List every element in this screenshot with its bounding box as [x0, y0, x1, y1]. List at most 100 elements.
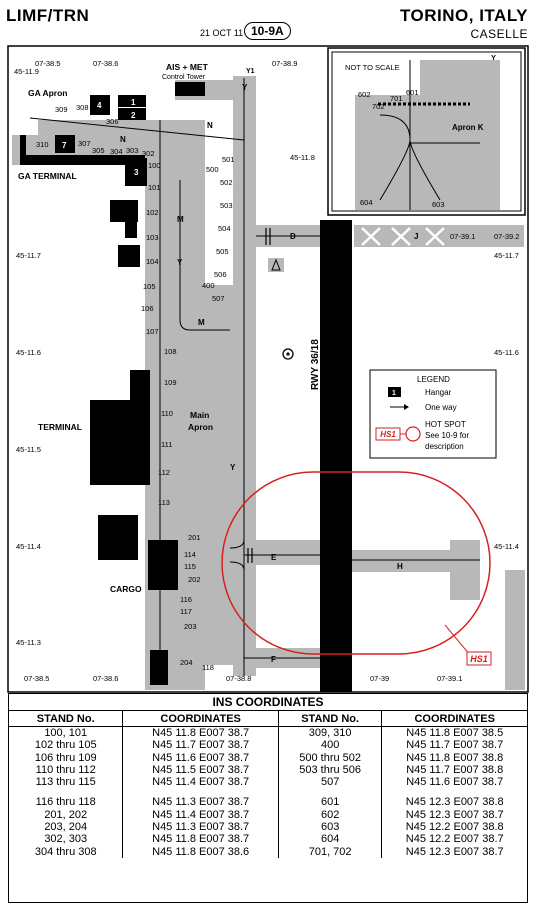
svg-text:203: 203 [184, 622, 197, 631]
coordinates-cell: N45 11.3 E007 38.7 [122, 796, 279, 809]
svg-text:504: 504 [218, 224, 231, 233]
stand-cell: 604 [277, 833, 382, 846]
closed-taxiway-marks [361, 227, 445, 246]
svg-text:204: 204 [180, 658, 193, 667]
svg-text:108: 108 [164, 347, 177, 356]
svg-text:501: 501 [222, 155, 235, 164]
svg-text:45-11.7: 45-11.7 [16, 251, 41, 260]
svg-text:Y: Y [177, 258, 183, 267]
hangar-7 [55, 135, 75, 153]
svg-text:Y: Y [491, 53, 496, 62]
svg-text:112: 112 [158, 468, 170, 477]
stand-cell: 302, 303 [44, 833, 88, 846]
stand-cell: 603 [277, 821, 382, 834]
stand-cell: 102 thru 105 [34, 739, 97, 752]
svg-text:103: 103 [146, 233, 159, 242]
svg-text:502: 502 [220, 178, 233, 187]
coordinates-cell: N45 11.8 E007 38.7 [122, 726, 279, 740]
svg-text:N: N [120, 135, 126, 144]
svg-text:4: 4 [97, 101, 102, 110]
svg-text:07-38.6: 07-38.6 [93, 674, 118, 683]
svg-text:Y1: Y1 [246, 68, 255, 75]
stand-cell: 309, 310 [277, 726, 382, 740]
svg-text:104: 104 [146, 257, 159, 266]
svg-text:45-11.3: 45-11.3 [16, 638, 41, 647]
coordinates-cell: N45 11.7 E007 38.7 [381, 739, 527, 752]
stand-cell: 304 thru 308 [34, 845, 97, 858]
runway [320, 220, 352, 692]
map-frame [7, 45, 529, 693]
svg-text:07-39: 07-39 [370, 674, 389, 683]
svg-text:603: 603 [432, 200, 445, 209]
svg-text:505: 505 [216, 247, 229, 256]
svg-text:07-38.6: 07-38.6 [93, 59, 118, 68]
svg-text:701: 701 [390, 94, 403, 103]
airport-map: HS1 RWY 36/18 45-11.9 45-11.8 45-11.7 45… [7, 45, 529, 693]
ins-coordinates-table: INS COORDINATES STAND No. COORDINATES ST… [8, 693, 528, 903]
svg-text:202: 202 [188, 575, 201, 584]
svg-text:07-38.5: 07-38.5 [24, 674, 49, 683]
stand-cell: 400 [277, 739, 382, 752]
svg-text:45-11.4: 45-11.4 [494, 542, 519, 551]
svg-text:7: 7 [62, 141, 67, 150]
runway-label: RWY 36/18 [310, 339, 321, 390]
svg-text:description: description [425, 442, 464, 451]
stand-cell: 602 [277, 808, 382, 822]
coordinates-cell: N45 11.6 E007 38.7 [381, 776, 527, 789]
svg-text:115: 115 [184, 562, 196, 571]
svg-text:107: 107 [146, 327, 159, 336]
stand-cell: 201, 202 [44, 808, 88, 821]
coordinates-cell: N45 12.3 E007 38.7 [381, 845, 527, 858]
svg-text:H: H [397, 562, 403, 571]
airport-code: LIMF/TRN [6, 6, 90, 25]
svg-text:604: 604 [360, 198, 373, 207]
stand-cell: 106 thru 109 [34, 751, 97, 764]
svg-text:LEGEND: LEGEND [417, 375, 450, 384]
svg-text:100: 100 [148, 161, 161, 170]
svg-text:1: 1 [392, 390, 396, 397]
inset-apron-k: NOT TO SCALE Apron K 602 701 601 702 604… [327, 47, 526, 216]
taxiway-lines [29, 78, 480, 680]
svg-text:201: 201 [188, 533, 201, 542]
terminal-building [90, 400, 150, 485]
svg-text:E: E [271, 553, 277, 562]
stand-cell: 116 thru 118 [35, 796, 96, 809]
airport-name: CASELLE [470, 27, 528, 41]
svg-text:Apron K: Apron K [452, 123, 484, 132]
hot-spot-area [221, 471, 491, 655]
hot-spot-label: HS1 [470, 654, 488, 664]
svg-text:105: 105 [143, 282, 156, 291]
svg-text:Y: Y [230, 463, 236, 472]
table-title: INS COORDINATES [9, 694, 527, 711]
svg-text:308: 308 [76, 103, 89, 112]
svg-text:102: 102 [146, 208, 159, 217]
svg-text:Y: Y [242, 83, 248, 92]
svg-text:116: 116 [180, 595, 192, 604]
buildings [20, 82, 205, 685]
coordinates-cell: N45 11.7 E007 38.8 [381, 763, 527, 777]
svg-text:500: 500 [206, 165, 219, 174]
svg-text:118: 118 [202, 663, 214, 672]
svg-text:506: 506 [214, 270, 227, 279]
obstacle-icon [268, 258, 284, 272]
svg-text:AIS + MET: AIS + MET [166, 62, 209, 72]
stand-cell: 113 thru 115 [35, 776, 96, 789]
col-header-stand: STAND No. [277, 711, 382, 727]
coordinates-cell: N45 11.8 E007 38.8 [381, 751, 527, 764]
svg-text:GA Apron: GA Apron [28, 88, 68, 98]
svg-text:07-38.9: 07-38.9 [272, 59, 297, 68]
svg-text:45-11.4: 45-11.4 [16, 542, 41, 551]
svg-text:306: 306 [106, 117, 119, 126]
svg-text:N: N [207, 121, 213, 130]
svg-text:106: 106 [141, 304, 154, 313]
svg-text:F: F [271, 655, 276, 664]
stand-labels-west: 100 101 102 103 104 105 106 107 [141, 161, 161, 336]
stand-labels-ga: 309 308 306 310 307 305 304 303 302 [36, 103, 155, 158]
coordinates-cell: N45 12.3 E007 38.7 [381, 808, 527, 822]
svg-text:07-39.1: 07-39.1 [437, 674, 462, 683]
